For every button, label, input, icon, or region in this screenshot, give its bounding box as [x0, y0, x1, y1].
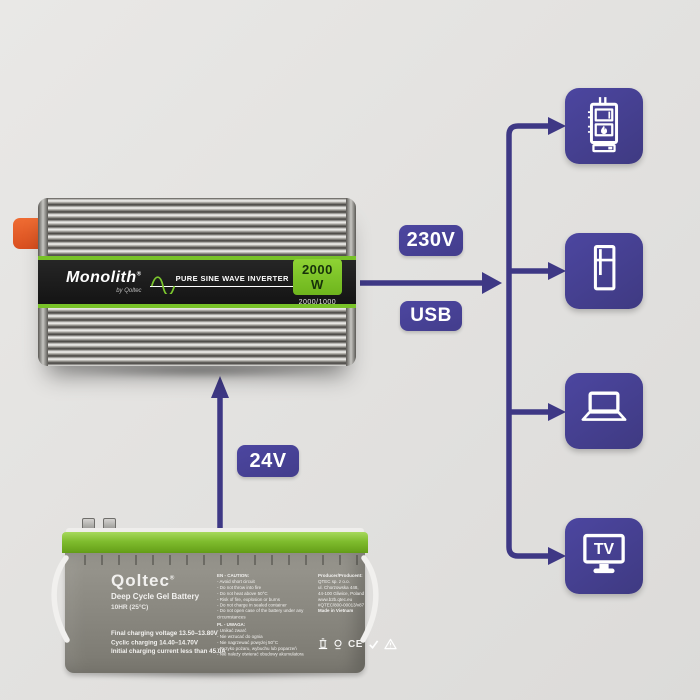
power-badge: 2000 W	[292, 258, 342, 295]
brand-name: Monolith	[66, 269, 137, 286]
recycle-circle-icon	[334, 639, 342, 650]
boiler-device-tile	[565, 88, 643, 164]
battery-brand-reg: ®	[169, 575, 176, 582]
sine-wave-icon	[150, 276, 175, 294]
rohs-check-icon	[369, 640, 379, 649]
boiler-icon	[587, 97, 619, 153]
ac-voltage-label: 230V	[399, 225, 463, 256]
brand-by-line: by Qoltec	[116, 288, 142, 294]
battery-device: Qoltec® Deep Cycle Gel Battery 10HR (25°…	[48, 508, 397, 694]
fridge-device-tile	[565, 233, 643, 309]
inverter-shadow	[60, 364, 336, 378]
arrowhead-main	[482, 272, 502, 294]
inverter-power-block: 2000 W 2000/1000	[292, 258, 342, 306]
dc-voltage-label: 24V	[237, 445, 299, 477]
battery-brand: Qoltec	[111, 571, 170, 590]
arrowhead-fridge	[548, 262, 566, 280]
inverter-device: Monolith® by Qoltec PURE SINE WAVE INVER…	[38, 198, 356, 366]
battery-body: Qoltec® Deep Cycle Gel Battery 10HR (25°…	[65, 553, 397, 673]
arrowhead-tv	[548, 547, 566, 565]
battery-cert-marks: CE	[318, 637, 397, 650]
battery-ribs	[69, 555, 361, 565]
battery-producer-info: Producer/Producent: QTEC sp. z o.o. ul. …	[318, 573, 365, 614]
power-sub-label: 2000/1000	[298, 298, 337, 306]
battery-rate: 10HR (25°C)	[111, 604, 149, 611]
distribution-trunk-line	[506, 123, 548, 559]
inverter-tagline: PURE SINE WAVE INVERTER	[149, 270, 293, 294]
brand-reg-mark: ®	[136, 271, 142, 278]
warning-triangle-icon	[384, 638, 397, 650]
battery-handle-left	[51, 555, 70, 643]
laptop-icon	[581, 391, 627, 421]
arrowhead-laptop	[548, 403, 566, 421]
battery-handle-right	[360, 555, 379, 643]
battery-product-name: Deep Cycle Gel Battery	[111, 592, 200, 601]
tv-icon: TV	[583, 533, 625, 574]
usb-label: USB	[400, 301, 462, 331]
battery-label: Qoltec® Deep Cycle Gel Battery 10HR (25°…	[65, 553, 397, 673]
battery-handles	[51, 555, 379, 643]
laptop-device-tile	[565, 373, 643, 449]
arrowhead-battery-up	[211, 376, 229, 398]
battery-caution-en: EN - CAUTION: - Avoid short circuit - Do…	[217, 573, 304, 620]
inverter-front-band: Monolith® by Qoltec PURE SINE WAVE INVER…	[38, 256, 356, 308]
battery-charging-specs: Final charging voltage 13.50–13.80V Cycl…	[111, 629, 226, 655]
battery-lid	[62, 532, 368, 553]
tv-screen-label: TV	[594, 541, 615, 558]
ce-mark: CE	[348, 639, 363, 650]
weee-bin-icon	[318, 638, 328, 650]
inverter-brand: Monolith® by Qoltec	[66, 269, 142, 295]
battery-caution-pl: PL - UWAGA: - Unikać zwarć - Nie wrzucać…	[217, 622, 304, 657]
battery-made-in: Made in Vietnam	[318, 608, 354, 614]
fridge-icon	[593, 245, 616, 291]
arrowhead-boiler	[548, 117, 566, 135]
tagline-text: PURE SINE WAVE INVERTER	[175, 274, 289, 283]
tv-device-tile: TV	[565, 518, 643, 594]
battery-lid-rim	[66, 528, 364, 534]
